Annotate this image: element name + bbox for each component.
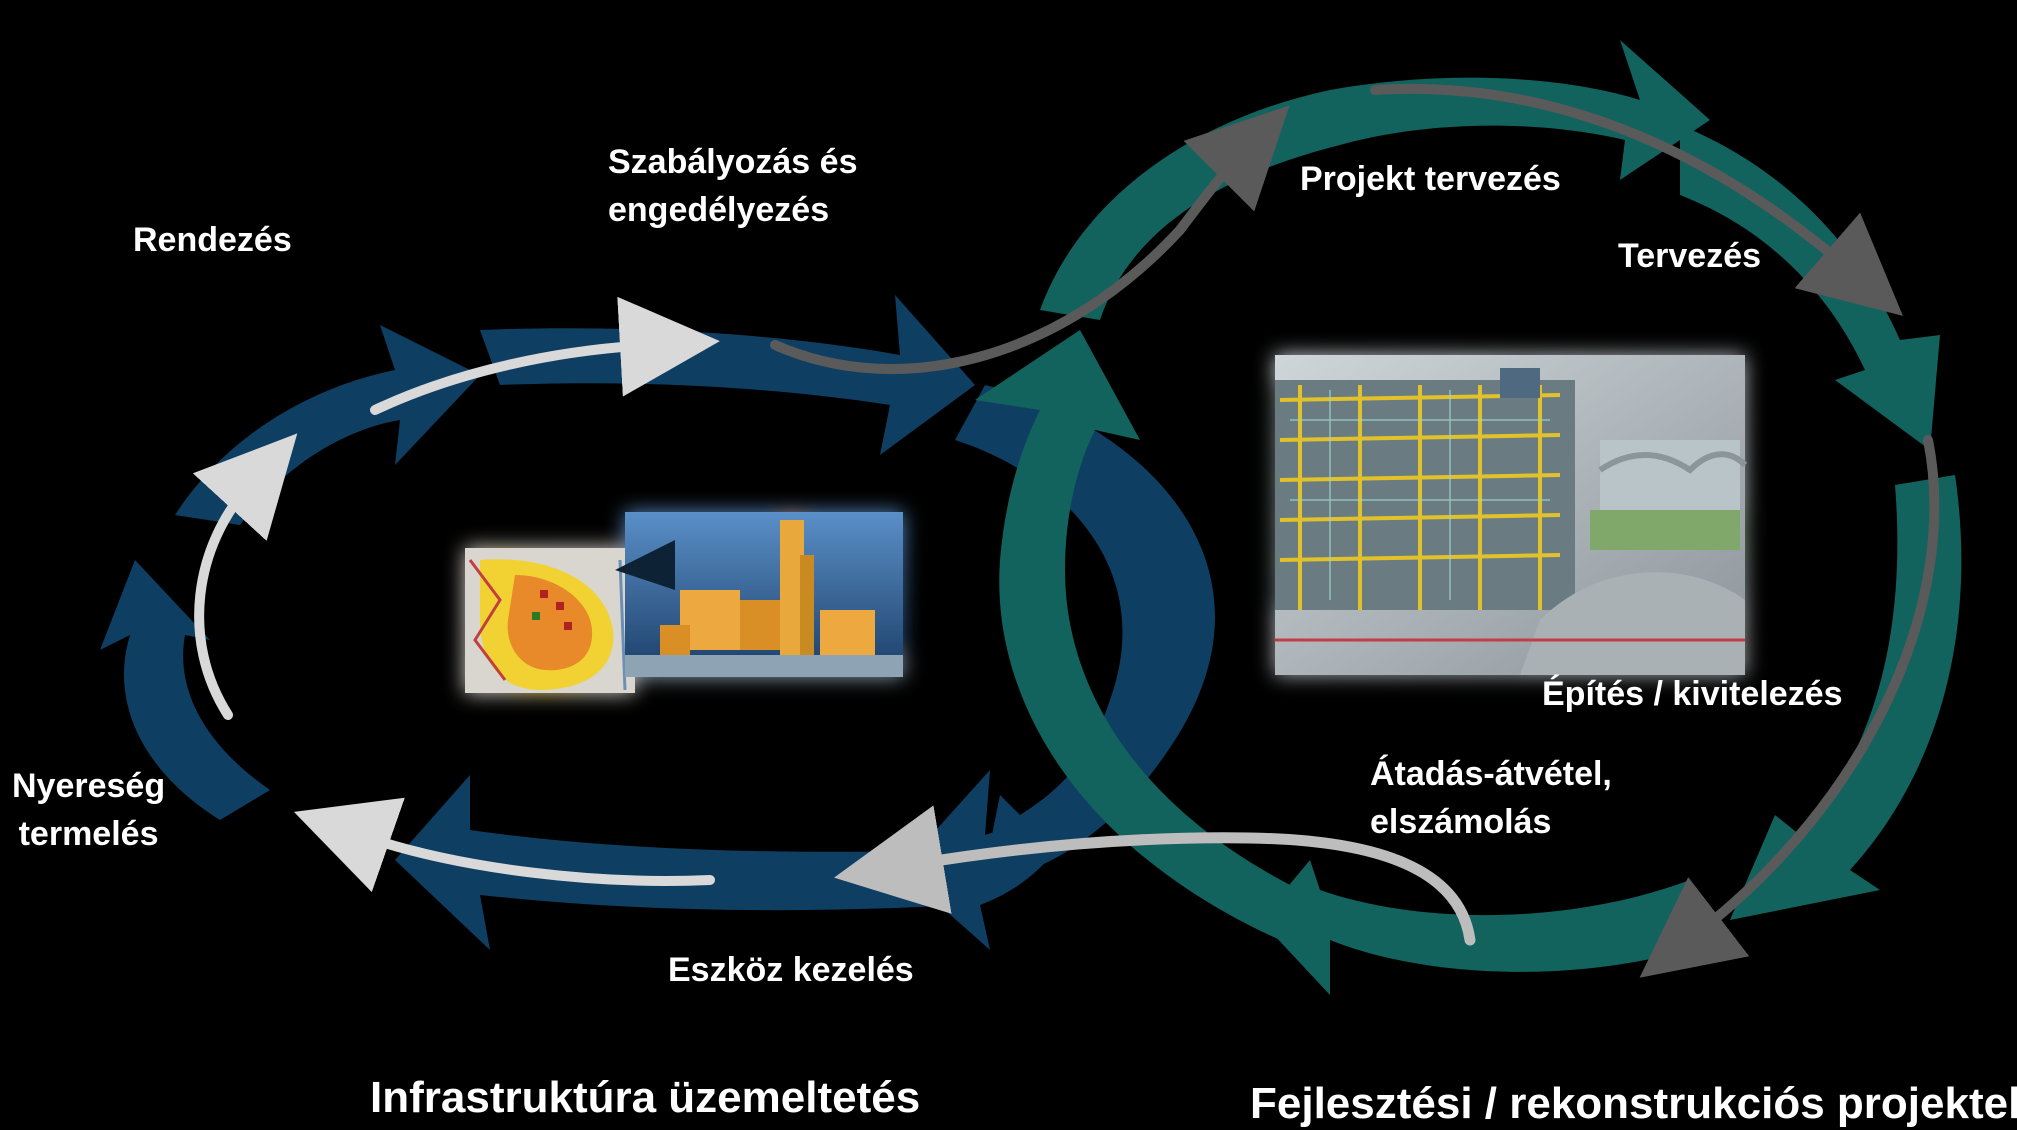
stage-label-tervezes: Tervezés — [1618, 237, 1762, 275]
inner-arrow-transfer-bottom — [834, 805, 1476, 946]
right-cycle-arrow-top-left — [1040, 40, 1710, 320]
stage-label-projekt-tervezes: Projekt tervezés — [1300, 160, 1561, 198]
inner-arrows — [192, 83, 1940, 978]
right-cycle-arrow-left — [975, 330, 1300, 940]
inner-arrow-light-top — [370, 296, 720, 415]
right-cycle-arrow-bottom — [1260, 860, 1720, 995]
right-cycle-ring — [975, 40, 1962, 995]
left-cycle-title: Infrastruktúra üzemeltetés — [370, 1073, 921, 1122]
left-cycle-arrow-upper-left — [175, 325, 480, 525]
inner-arrow-transfer-top — [770, 105, 1290, 374]
stage-label-szabalyozas: Szabályozás és engedélyezés — [608, 143, 858, 229]
left-cycle-arrow-bottom — [395, 775, 960, 950]
stage-label-nyereseg: Nyereség termelés — [12, 767, 166, 853]
right-cycle-arrow-right — [1730, 475, 1962, 920]
left-cycle-arrow-left — [100, 560, 270, 820]
stage-label-epites: Építés / kivitelezés — [1542, 675, 1843, 713]
inner-arrow-right-top — [1370, 83, 1903, 316]
stage-label-rendezes: Rendezés — [133, 221, 292, 259]
right-cycle-title: Fejlesztési / rekonstrukciós projektek — [1250, 1079, 2017, 1128]
right-illustration-image — [1275, 355, 1748, 675]
left-cycle-arrow-top — [480, 295, 975, 455]
stage-label-atadas: Átadás-átvétel, elszámolás — [1370, 755, 1612, 841]
inner-arrow-right-side — [1639, 435, 1940, 978]
left-cycle-arrow-right-lower — [955, 385, 1215, 870]
inner-arrow-light-left — [192, 433, 298, 720]
inner-arrow-light-bottom — [293, 797, 715, 893]
right-cycle-arrow-top-right — [1680, 125, 1940, 450]
stage-label-eszkoz-kezeles: Eszköz kezelés — [668, 951, 914, 989]
left-illustration-image — [465, 512, 903, 693]
